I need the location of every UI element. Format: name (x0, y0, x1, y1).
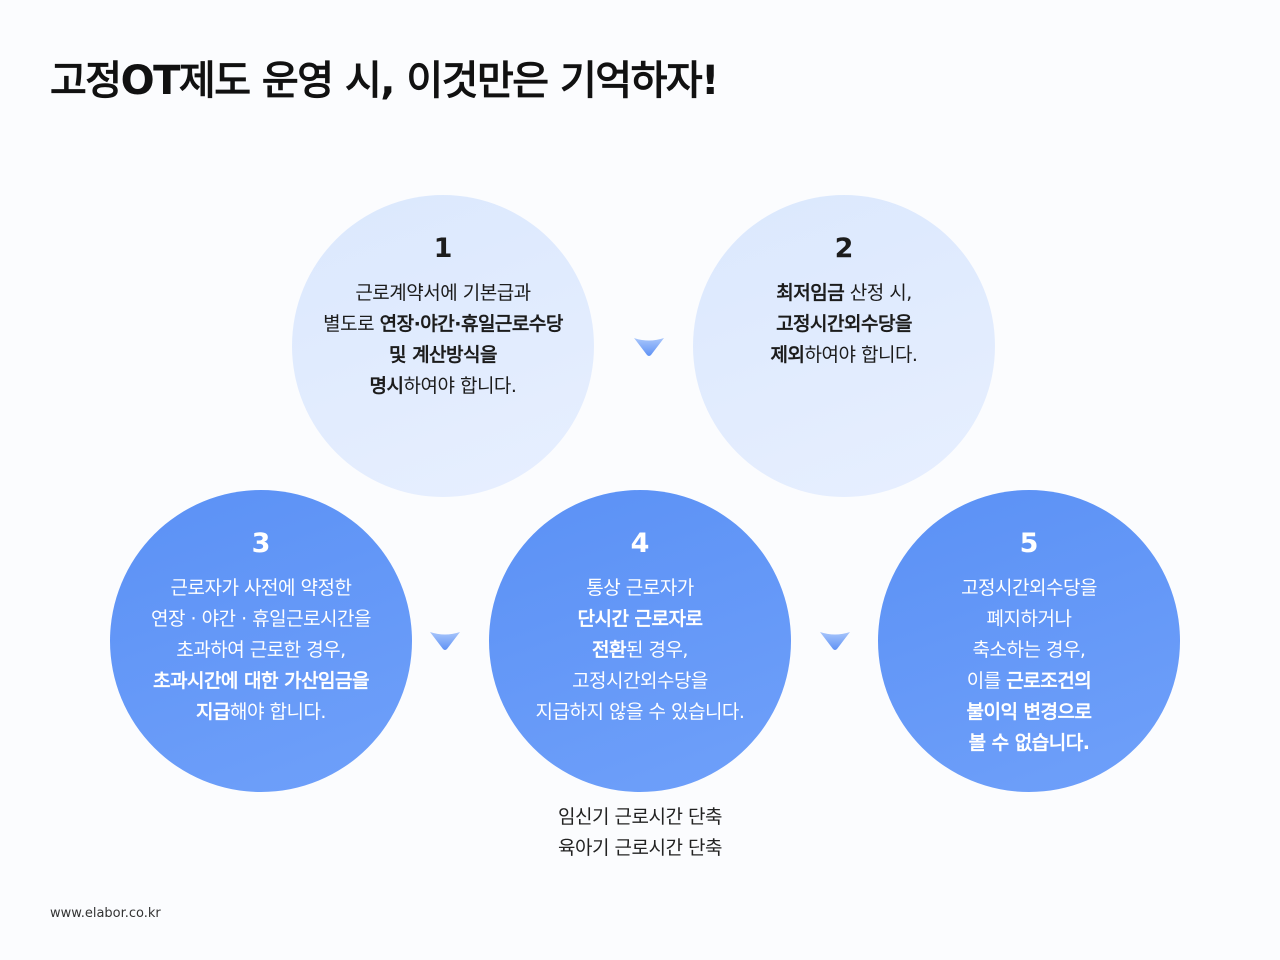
step-text-line: 통상 근로자가 (536, 573, 745, 604)
note-line: 육아기 근로시간 단축 (558, 837, 722, 859)
body-text: 연장 · 야간 · 휴일근로시간을 (150, 608, 372, 630)
arrow-down-icon (818, 630, 852, 652)
body-text: 하여야 합니다. (403, 375, 517, 397)
step-text-line: 별도로 연장·야간·휴일근로수당 (323, 309, 563, 340)
step-text-line: 지급해야 합니다. (151, 697, 371, 728)
step-text-line: 단시간 근로자로 (536, 604, 745, 635)
step-text-line: 지급하지 않을 수 있습니다. (536, 697, 745, 728)
body-text: 축소하는 경우, (972, 639, 1086, 661)
emphasis-text: 최저임금 (776, 282, 845, 304)
step-text-line: 전환된 경우, (536, 635, 745, 666)
step-text-line: 근로자가 사전에 약정한 (151, 573, 371, 604)
arrow-down-icon (632, 336, 666, 358)
step-text-line: 초과시간에 대한 가산임금을 (151, 666, 371, 697)
step-number: 4 (630, 528, 650, 559)
emphasis-text: 지급 (196, 701, 230, 723)
step-text-line: 고정시간외수당을 (961, 573, 1097, 604)
step-text-line: 축소하는 경우, (961, 635, 1097, 666)
step-text-line: 최저임금 산정 시, (771, 278, 918, 309)
emphasis-text: 불이익 변경으로 (966, 701, 1092, 723)
sub-notes: 임신기 근로시간 단축 육아기 근로시간 단축 (440, 802, 840, 864)
step-text-line: 고정시간외수당을 (536, 666, 745, 697)
body-text: 근로계약서에 기본급과 (355, 282, 531, 304)
step-text-line: 근로계약서에 기본급과 (323, 278, 563, 309)
arrow-down-icon (428, 630, 462, 652)
body-text: 이를 (966, 670, 1007, 692)
emphasis-text: 및 계산방식을 (388, 344, 498, 366)
step-text-line: 이를 근로조건의 (961, 666, 1097, 697)
body-text: 하여야 합니다. (804, 344, 918, 366)
emphasis-text: 고정시간외수당을 (776, 313, 912, 335)
step-number: 2 (834, 233, 854, 264)
footer-url: www.elabor.co.kr (50, 906, 161, 921)
body-text: 산정 시, (844, 282, 913, 304)
note-line: 임신기 근로시간 단축 (558, 806, 722, 828)
body-text: 고정시간외수당을 (572, 670, 708, 692)
step-text-line: 고정시간외수당을 (771, 309, 918, 340)
emphasis-text: 전환 (591, 639, 626, 661)
body-text: 통상 근로자가 (586, 577, 694, 599)
emphasis-text: 명시 (369, 375, 404, 397)
body-text: 초과하여 근로한 경우, (176, 639, 346, 661)
step-number: 1 (433, 233, 453, 264)
step-text-line: 연장 · 야간 · 휴일근로시간을 (150, 604, 372, 635)
emphasis-text: 볼 수 없습니다. (968, 732, 1090, 754)
step-number: 5 (1019, 528, 1039, 559)
emphasis-text: 연장·야간·휴일근로수당 (379, 313, 564, 335)
step-number: 3 (251, 528, 271, 559)
emphasis-text: 초과시간에 대한 가산임금을 (153, 670, 370, 692)
emphasis-text: 단시간 근로자로 (577, 608, 703, 630)
body-text: 된 경우, (625, 639, 689, 661)
emphasis-text: 근로조건의 (1006, 670, 1092, 692)
body-text: 근로자가 사전에 약정한 (170, 577, 352, 599)
page-title: 고정OT제도 운영 시, 이것만은 기억하자! (50, 58, 719, 104)
body-text: 별도로 (323, 313, 380, 335)
step-text-line: 폐지하거나 (961, 604, 1097, 635)
step-text-line: 명시하여야 합니다. (323, 371, 563, 402)
step-text-line: 볼 수 없습니다. (961, 728, 1097, 759)
emphasis-text: 제외 (770, 344, 805, 366)
step-text-line: 불이익 변경으로 (961, 697, 1097, 728)
body-text: 고정시간외수당을 (961, 577, 1097, 599)
body-text: 폐지하거나 (986, 608, 1072, 630)
body-text: 지급하지 않을 수 있습니다. (535, 701, 745, 723)
step-text-line: 초과하여 근로한 경우, (151, 635, 371, 666)
step-text-line: 및 계산방식을 (323, 340, 563, 371)
body-text: 해야 합니다. (229, 701, 326, 723)
step-text-line: 제외하여야 합니다. (771, 340, 918, 371)
